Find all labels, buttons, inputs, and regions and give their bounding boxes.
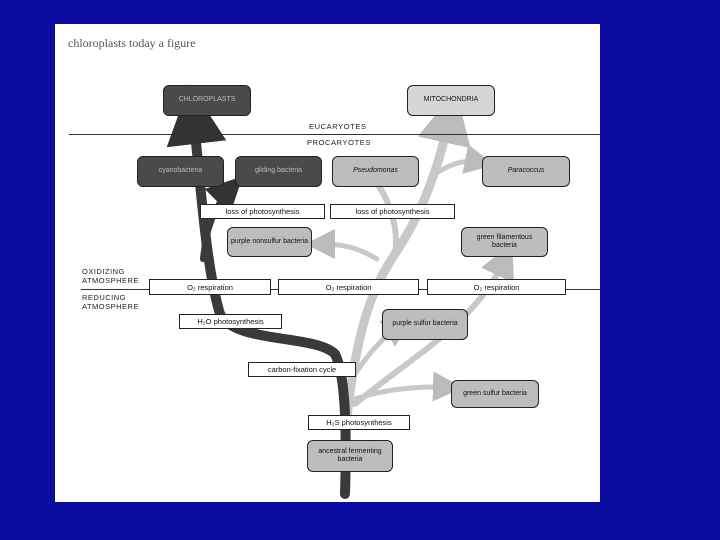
o2-respiration-label-1: O₂ respiration bbox=[149, 279, 271, 295]
green-filamentous-box: green filamentous bacteria bbox=[461, 227, 548, 257]
paracoccus-box: Paracoccus bbox=[482, 156, 570, 187]
branch-lines bbox=[166, 84, 514, 499]
carbon-fixation-cycle-label: carbon-fixation cycle bbox=[248, 362, 356, 377]
eucaryote-procaryote-divider bbox=[69, 134, 600, 135]
purple-nonsulfur-box: purple nonsulfur bacteria bbox=[227, 227, 312, 257]
o2-respiration-label-2: O₂ respiration bbox=[278, 279, 419, 295]
figure-caption: chloroplasts today a figure bbox=[68, 36, 196, 50]
mitochondria-box: MITOCHONDRIA bbox=[407, 85, 495, 116]
loss-of-photosynthesis-label-2: loss of photosynthesis bbox=[330, 204, 455, 219]
dark-branches bbox=[166, 84, 351, 499]
chloroplasts-box: CHLOROPLASTS bbox=[163, 85, 251, 116]
pseudomonas-box: Pseudomonas bbox=[332, 156, 419, 187]
green-sulfur-box: green sulfur bacteria bbox=[451, 380, 539, 408]
loss-of-photosynthesis-label-1: loss of photosynthesis bbox=[200, 204, 325, 219]
cyanobacteria-box: cyanobacteria bbox=[137, 156, 224, 187]
gliding-bacteria-box: gliding bacteria bbox=[235, 156, 322, 187]
oxidizing-atmosphere-label: OXIDIZING ATMOSPHERE bbox=[82, 267, 139, 285]
reducing-atmosphere-label: REDUCING ATMOSPHERE bbox=[82, 293, 139, 311]
evolution-tree-figure: chloroplasts today a figure EUCARYOTES P… bbox=[55, 24, 600, 502]
purple-sulfur-box: purple sulfur bacteria bbox=[382, 309, 468, 340]
ancestral-fermenting-box: ancestral fermenting bacteria bbox=[307, 440, 393, 472]
h2s-photosynthesis-label: H₂S photosynthesis bbox=[308, 415, 410, 430]
eucaryotes-label: EUCARYOTES bbox=[309, 122, 367, 131]
h2o-photosynthesis-label: H₂O photosynthesis bbox=[179, 314, 282, 329]
o2-respiration-label-3: O₂ respiration bbox=[427, 279, 566, 295]
procaryotes-label: PROCARYOTES bbox=[307, 138, 371, 147]
